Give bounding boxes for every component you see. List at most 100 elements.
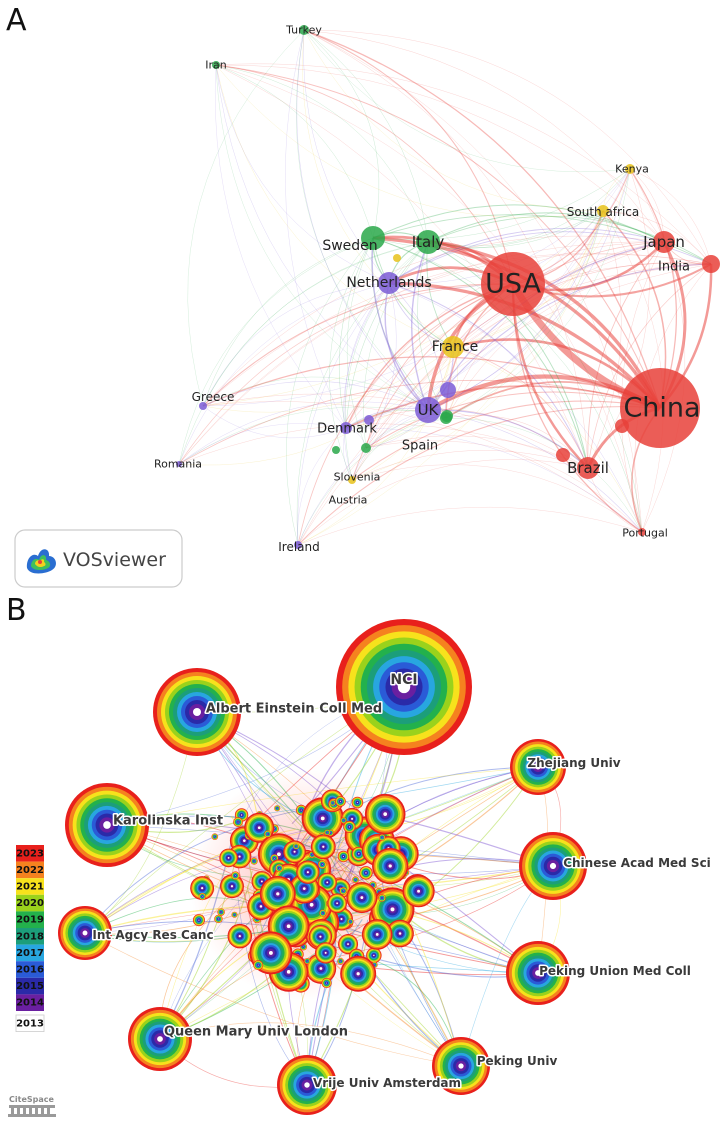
panel-letter-a: A [6, 3, 27, 38]
institution-node-small[interactable] [310, 834, 336, 860]
institution-node-small[interactable] [327, 893, 347, 914]
institution-node-small[interactable] [366, 947, 382, 964]
institution-node-small[interactable] [259, 875, 296, 912]
institution-node-nci[interactable] [336, 619, 472, 755]
country-node-india[interactable] [702, 255, 720, 273]
institution-node-small[interactable] [337, 957, 344, 965]
country-node[interactable] [556, 448, 570, 462]
country-node-romania[interactable] [176, 461, 182, 467]
institution-node-small[interactable] [293, 843, 300, 850]
institution-node-small[interactable] [343, 820, 356, 834]
institution-node-cas[interactable] [519, 832, 587, 900]
institution-node-small[interactable] [227, 923, 253, 949]
institution-node-small[interactable] [219, 848, 238, 868]
country-node-netherlands[interactable] [378, 272, 400, 294]
country-node-china[interactable] [620, 368, 700, 448]
country-link [178, 241, 429, 465]
institution-node-iarc[interactable] [58, 906, 112, 960]
country-node-greece[interactable] [199, 402, 207, 410]
institution-node-small[interactable] [319, 909, 327, 917]
country-node-austria[interactable] [348, 476, 356, 484]
institution-node-small[interactable] [340, 817, 347, 824]
institution-node-small[interactable] [337, 850, 350, 863]
institution-node-small[interactable] [211, 833, 219, 840]
institution-node-small[interactable] [347, 918, 354, 925]
institution-node-small[interactable] [321, 977, 332, 989]
country-label-netherlands: Netherlands [346, 275, 431, 291]
institution-node-small[interactable] [335, 796, 346, 807]
institution-node-small[interactable] [378, 834, 386, 841]
country-node-japan[interactable] [653, 231, 675, 253]
country-node-slovenia[interactable] [361, 443, 371, 453]
institution-node-small[interactable] [231, 871, 240, 880]
institution-node-small[interactable] [324, 829, 331, 836]
institution-node-einstein[interactable] [153, 668, 241, 756]
institution-node-vu[interactable] [277, 1055, 337, 1115]
institution-node-small[interactable] [378, 894, 386, 902]
institution-node-small[interactable] [296, 860, 320, 884]
institution-node-small[interactable] [192, 914, 205, 927]
institution-node-small[interactable] [214, 914, 223, 924]
institution-node-small[interactable] [299, 943, 308, 951]
country-link [297, 263, 712, 546]
institution-node-qmul[interactable] [128, 1007, 192, 1071]
institution-node-small[interactable] [304, 958, 311, 965]
institution-node-small[interactable] [270, 854, 279, 863]
institution-node-small[interactable] [338, 934, 359, 955]
country-node-sweden[interactable] [361, 226, 385, 250]
institution-node-small[interactable] [314, 942, 337, 964]
institution-node-small[interactable] [317, 860, 327, 869]
country-link [587, 168, 650, 469]
country-node[interactable] [393, 254, 401, 262]
institution-node-small[interactable] [346, 882, 378, 914]
institution-node-small[interactable] [253, 960, 264, 971]
country-node-usa[interactable] [481, 252, 545, 316]
country-node[interactable] [332, 446, 340, 454]
institution-node-small[interactable] [231, 911, 238, 918]
institution-node-small[interactable] [198, 892, 207, 901]
country-link [388, 282, 589, 469]
country-node[interactable] [440, 382, 456, 398]
institution-node-small[interactable] [264, 830, 272, 838]
country-link [345, 241, 429, 429]
country-node-italy[interactable] [416, 230, 440, 254]
institution-node-small[interactable] [340, 955, 377, 992]
institution-node-karolinska[interactable] [65, 783, 149, 867]
institution-node-small[interactable] [250, 857, 258, 865]
institution-node-small[interactable] [351, 796, 364, 809]
institution-node-small[interactable] [364, 793, 406, 835]
institution-node-small[interactable] [352, 876, 359, 884]
institution-node-pku[interactable] [432, 1037, 490, 1095]
institution-node-small[interactable] [372, 847, 409, 885]
institution-node-small[interactable] [274, 805, 281, 812]
institution-node-small[interactable] [361, 919, 393, 950]
country-node-ireland[interactable] [294, 541, 302, 549]
institution-node-zhejiang[interactable] [510, 739, 566, 795]
country-node-portugal[interactable] [638, 528, 646, 536]
country-node-denmark[interactable] [340, 422, 352, 434]
institution-label-nci: NCI [390, 672, 417, 688]
institution-node-small[interactable] [329, 799, 336, 806]
institution-node-pumc[interactable] [506, 941, 570, 1005]
institution-node-small[interactable] [339, 886, 348, 895]
institution-node-small[interactable] [317, 872, 337, 892]
country-node-turkey[interactable] [299, 25, 309, 35]
institution-node-small[interactable] [220, 874, 244, 899]
country-node-kenya[interactable] [625, 164, 635, 174]
institution-node-small[interactable] [386, 919, 414, 948]
country-node-brazil[interactable] [577, 457, 599, 479]
country-node-uk[interactable] [415, 397, 441, 423]
country-node-spain[interactable] [440, 412, 452, 424]
institution-node-small[interactable] [305, 953, 337, 984]
institution-node-small[interactable] [308, 924, 333, 949]
institution-node-small[interactable] [190, 876, 215, 901]
institution-node-small[interactable] [359, 866, 373, 880]
institution-node-small[interactable] [275, 864, 284, 873]
institution-node-small[interactable] [233, 817, 243, 827]
institution-node-small[interactable] [402, 875, 435, 908]
country-node-france[interactable] [442, 336, 464, 358]
institution-node-small[interactable] [217, 908, 225, 916]
country-node-iran[interactable] [212, 61, 220, 69]
country-node-south-africa[interactable] [597, 205, 609, 217]
country-node[interactable] [364, 415, 374, 425]
